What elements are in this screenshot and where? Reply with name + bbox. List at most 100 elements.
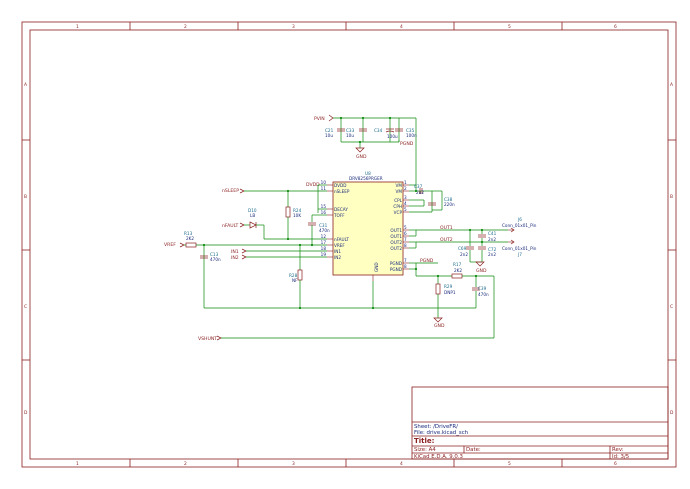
pin-num-out1b: 6 (404, 231, 407, 236)
grid-col-5: 5 (508, 24, 511, 30)
connector-j7-icon[interactable] (510, 239, 515, 245)
output-section[interactable]: OUT1 OUT2 C41 2n2 C69 2n2 C72 2n2 GND J6… (409, 217, 537, 274)
nfault-label[interactable]: nFAULT (222, 223, 239, 229)
nsleep-label[interactable]: nSLEEP (222, 188, 239, 194)
pin-num-decay: 15 (321, 204, 327, 209)
grid-col-5-bottom: 5 (508, 461, 511, 467)
pin-num-pgnd2: 8 (404, 264, 407, 269)
gnd-label-top: GND (356, 154, 367, 160)
grid-col-4: 4 (400, 24, 403, 30)
c72-ref: C72 (488, 247, 497, 252)
pgnd-section[interactable]: PGND R17 2K2 R29 DNP1 GND C39 470n (409, 258, 495, 338)
tb-file: File: drive.kicad_sch (414, 430, 468, 436)
out2-label: OUT2 (440, 237, 453, 243)
dvdd-label: DVDD (306, 182, 320, 188)
ic-body[interactable] (332, 181, 404, 276)
c41-value: 2n2 (488, 237, 496, 242)
c21-value: 10u (325, 133, 333, 138)
pin-num-cpl: 3 (404, 195, 407, 200)
vref-label[interactable]: VREF (164, 242, 176, 248)
inner-frame (29, 29, 669, 460)
vshunt-section[interactable]: VSHUNT (198, 335, 494, 342)
c35-ref: C35 (406, 128, 415, 133)
out1-label: OUT1 (440, 225, 453, 231)
c34-ref: C34 (374, 128, 383, 133)
tb-kicad: KiCad E.D.A. 9.0.3 (414, 454, 463, 460)
connector-j6-icon[interactable] (510, 227, 515, 233)
c39-value: 470n (478, 292, 489, 297)
pvin-label[interactable]: PVIN (314, 116, 325, 122)
c33-ref: C33 (346, 128, 355, 133)
r24-value: 10K (293, 213, 301, 218)
pin-name-out2a: OUT2 (390, 240, 402, 245)
pin-name-vref: VREF (334, 243, 345, 248)
outer-frame (21, 21, 677, 468)
d10-value: LB (250, 213, 255, 218)
gnd-label-out: GND (476, 268, 487, 274)
c41-ref: C41 (488, 231, 497, 236)
grid-left: A B C D (22, 82, 30, 416)
pin-name-cph: CPH (393, 204, 402, 209)
control-nets[interactable]: DVDD nSLEEP R24 10K C31 470n nFAULT D10 … (164, 182, 476, 310)
pin-num-nsleep: 11 (321, 186, 327, 191)
tb-date: Date: (466, 447, 481, 453)
pin-name-vcp: VCP (394, 210, 403, 215)
grid-col-1: 1 (76, 24, 79, 30)
pvin-section[interactable]: PVIN C21 10u C33 10u C34 100u C35 100n G… (314, 114, 417, 186)
pin-name-cpl: CPL (394, 198, 402, 203)
pin-num-out2b: 8 (404, 243, 407, 248)
tb-size: Size: A4 (414, 447, 436, 453)
grid-row-b-right: B (670, 194, 673, 200)
c38-value: 220n (444, 202, 455, 207)
grid-col-1-bottom: 1 (76, 461, 79, 467)
pin-name-vm2: VM (396, 189, 403, 194)
title-block: Sheet: /DriveFR/ File: drive.kicad_sch T… (411, 386, 669, 460)
grid-row-d-right: D (670, 410, 674, 416)
r13-value: 2K2 (186, 236, 194, 241)
gnd-symbol-sense-icon (433, 317, 443, 323)
grid-row-a-right: A (670, 82, 673, 88)
pin-name-toff: TOFF (333, 213, 345, 218)
c13-ref: C13 (210, 252, 219, 257)
pin-name-vm1: VM (396, 183, 403, 188)
pin-num-vm1: 1 (404, 180, 407, 185)
pin-name-dvdd: DVDD (334, 183, 346, 188)
pin-num-vref: 17 (321, 240, 327, 245)
tb-title: Title: (414, 437, 435, 445)
tb-sheet: Sheet: /DriveFR/ (414, 424, 458, 430)
gnd-label-sense: GND (434, 323, 445, 329)
j6-ref: J6 (517, 217, 522, 222)
c69-value: 2n2 (460, 252, 468, 257)
pin-num-cph: 4 (404, 201, 407, 206)
j6-value: Conn_01x01_Pin (502, 223, 537, 228)
pin-name-decay: DECAY (334, 207, 348, 212)
in2-label[interactable]: IN2 (231, 255, 239, 261)
c39-ref: C39 (478, 286, 487, 291)
grid-row-c-right: C (670, 304, 673, 310)
c21-ref: C21 (325, 128, 334, 133)
grid-col-2-bottom: 2 (184, 461, 187, 467)
j7-value: Conn_01x01_Pin (502, 246, 537, 251)
pin-num-vcp: 5 (404, 207, 407, 212)
pgnd-label: PGND (420, 258, 434, 264)
grid-right: A B C D (668, 82, 676, 416)
pin-num-dvdd: 10 (321, 180, 327, 185)
in1-label[interactable]: IN1 (231, 249, 239, 255)
grid-col-2: 2 (184, 24, 187, 30)
vm-wiring[interactable]: C37 2u2 C38 220n (409, 184, 455, 213)
ic-u8[interactable]: U8 DRV8256PRGER 10 DVDD 11 nSLEEP 15 DEC… (321, 171, 409, 281)
grid-col-3: 3 (292, 24, 295, 30)
pin-name-nsleep: nSLEEP (334, 189, 350, 194)
grid-col-4-bottom: 4 (400, 461, 403, 467)
grid-bottom: 1 2 3 4 5 6 (76, 459, 617, 467)
tb-id: Id: 3/5 (612, 454, 629, 460)
pin-name-in1: IN1 (334, 249, 341, 254)
grid-row-c: C (24, 304, 27, 310)
pin-num-out2a: 7 (404, 237, 407, 242)
pin-name-out1b: OUT1 (390, 234, 402, 239)
pin-name-in2: IN2 (334, 255, 341, 260)
pin-num-nfault: 12 (321, 234, 327, 239)
vshunt-label[interactable]: VSHUNT (198, 336, 217, 342)
